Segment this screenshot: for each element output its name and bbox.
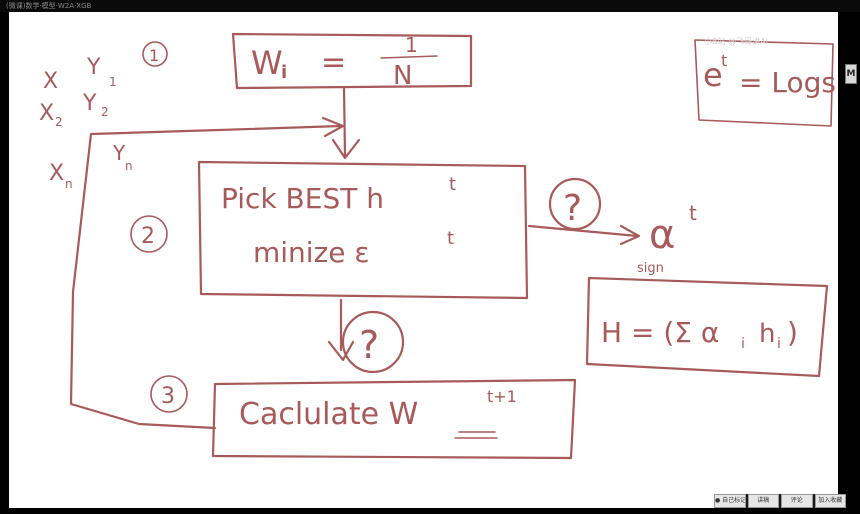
- box3-text: Caclulate W: [239, 397, 418, 432]
- question-right-circle: [548, 177, 602, 231]
- whiteboard: W i = 1 N 1 X Y 1 X 2 Y 2 X n Y n: [9, 12, 838, 508]
- box1-eq: =: [321, 45, 346, 80]
- loop-back-path: [69, 116, 345, 430]
- hbox-sub-a: i: [741, 336, 745, 352]
- hbox-h: h: [759, 319, 775, 349]
- input-xn: X: [49, 161, 64, 186]
- hbox-formula: H = (Σ α: [601, 316, 719, 349]
- corner-note-box: [694, 39, 834, 127]
- hbox-close: ): [787, 316, 798, 349]
- box2-line2: minize ε: [253, 236, 370, 269]
- question-down-circle: [341, 310, 405, 374]
- input-y2-sub: 2: [101, 105, 109, 119]
- arrow-box2-to-box3: [327, 298, 355, 362]
- question-down: ?: [359, 323, 379, 367]
- input-y1-sub: 1: [109, 75, 117, 89]
- box1-fraction-bar: [380, 55, 438, 59]
- input-y1: Y: [86, 55, 101, 80]
- input-x2-sub: 2: [55, 115, 63, 129]
- box-final-classifier: [585, 276, 829, 378]
- step2-label: 2: [141, 224, 155, 249]
- toolbar-button-favorite[interactable]: 加入收藏: [814, 494, 846, 508]
- step1-label: 1: [149, 46, 159, 65]
- step1-circle: [142, 41, 168, 67]
- bottom-toolbar: ● 自己标记 讲稿 评论 加入收藏: [714, 494, 846, 508]
- corner-note-sup: t: [721, 51, 727, 70]
- input-yn: Y: [112, 141, 126, 165]
- box1-num: 1: [405, 33, 418, 57]
- watermark: 小B站 @飞哥讲AI: [704, 37, 768, 46]
- hbox-sub-h: i: [777, 336, 781, 352]
- step3-label: 3: [161, 384, 175, 409]
- toolbar-button-notes[interactable]: 讲稿: [747, 494, 779, 508]
- box-pick-best: [197, 160, 529, 300]
- whiteboard-drawing: W i = 1 N 1 X Y 1 X 2 Y 2 X n Y n: [39, 32, 836, 460]
- step3-circle: [150, 375, 188, 413]
- input-y2: Y: [82, 91, 97, 116]
- box1-sub: i: [281, 62, 287, 83]
- question-right: ?: [563, 188, 582, 229]
- toolbar-button-comment[interactable]: 评论: [781, 494, 813, 508]
- input-xn-sub: n: [65, 177, 73, 191]
- window-title: (微课)数学·模型·W2A·XGB: [6, 2, 92, 10]
- input-x1: X: [43, 69, 58, 94]
- hbox-sign: sign: [637, 261, 664, 276]
- box2-sup2: t: [447, 228, 454, 249]
- side-panel-handle[interactable]: M: [845, 64, 857, 84]
- box-init-weights: [231, 32, 473, 90]
- box3-sup: t+1: [487, 387, 517, 406]
- box2-line1: Pick BEST h: [221, 182, 384, 215]
- input-yn-sub: n: [125, 159, 133, 173]
- step2-circle: [130, 215, 168, 253]
- box1-den: N: [393, 61, 412, 91]
- corner-note-base: e: [703, 56, 723, 94]
- box-calculate-weights: [211, 378, 577, 460]
- corner-note-rest: = Logs: [739, 66, 836, 99]
- box3-underline: [454, 431, 498, 439]
- alpha-symbol: α: [649, 212, 675, 258]
- box2-sup1: t: [449, 174, 456, 195]
- arrow-box1-to-box2: [331, 86, 361, 160]
- alpha-sup: t: [689, 201, 697, 225]
- box1-lhs: W: [251, 44, 283, 82]
- title-bar: (微课)数学·模型·W2A·XGB: [0, 0, 860, 12]
- toolbar-button-mark[interactable]: ● 自己标记: [714, 494, 746, 508]
- input-x2: X: [39, 101, 54, 126]
- arrow-to-alpha: [527, 224, 641, 246]
